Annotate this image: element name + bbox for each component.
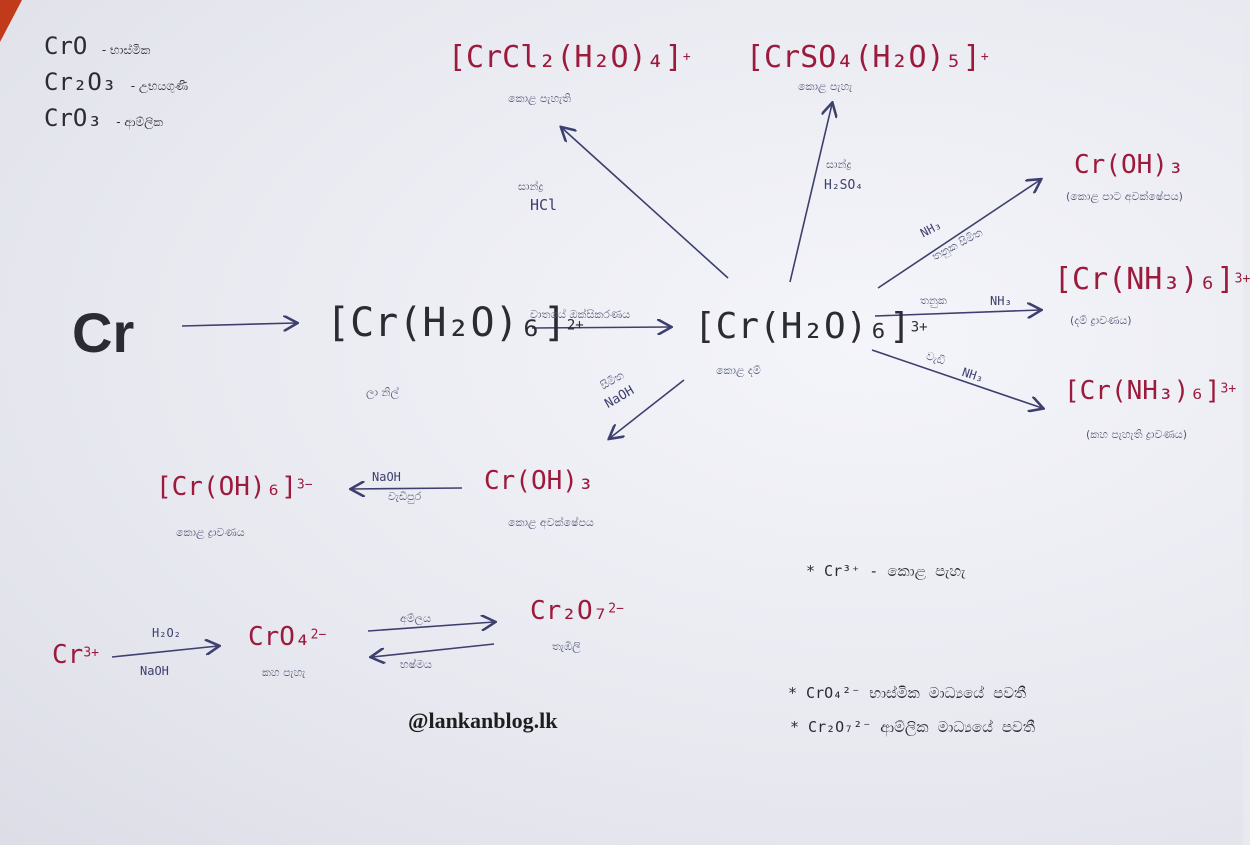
h2so4-label: H₂SO₄ <box>824 178 864 193</box>
hcl-note: සාන්ද්‍ර <box>518 180 544 193</box>
acid-label: අම්ලය <box>400 612 431 625</box>
dichromate-note: තැඹිලි <box>552 640 581 653</box>
arrow-to-sulfato <box>789 104 832 283</box>
cr3-ion-charge: 3+ <box>83 645 99 661</box>
chromate-medium-note: * CrO₄²⁻ භාස්මික මාධ්‍යයේ පවතී <box>788 684 1027 702</box>
chromium-metal: Cr <box>72 301 135 364</box>
h2o2-label: H₂O₂ <box>152 626 181 640</box>
hydroxide-mid: Cr(OH)₃ <box>484 466 594 496</box>
arrow-dichromate-to-chromate <box>372 643 495 657</box>
dichromate-formula: Cr₂O₇ <box>530 596 609 626</box>
chloro-color-note: කොළ පැහැති <box>508 92 572 105</box>
hexammine1-note: (දම් ද්‍රාවණය) <box>1070 314 1132 327</box>
hcl-label: HCl <box>530 196 558 214</box>
oxide-formula: Cr₂O₃ <box>44 68 117 96</box>
chromate-charge: 2− <box>310 627 327 643</box>
aqua2-color-note: ලා නිල් <box>366 386 399 399</box>
h2so4-note: සාන්ද්‍ර <box>826 158 852 171</box>
oxidation-condition: වාතයේ ඔක්සිකරණය <box>530 308 631 321</box>
hexammine1-formula: [Cr(NH₃)₆] <box>1054 262 1235 297</box>
aqua3-formula: [Cr(H₂O)₆] <box>694 306 911 347</box>
oxide-item: Cr₂O₃ - උභයගුණී <box>44 68 188 96</box>
naoh-label: NaOH <box>140 664 169 678</box>
sulfato-color-note: කොළ පැහැ <box>798 80 853 93</box>
chromite-note: කොළ ද්‍රාවණය <box>176 526 245 539</box>
aqua2-formula: [Cr(H₂O)₆] <box>326 300 567 346</box>
aqua-complex-2plus: [Cr(H₂O)₆]2+ <box>326 300 584 346</box>
naoh-excess-label: NaOH <box>372 470 401 484</box>
oxide-item: CrO₃ - ආම්ලික <box>44 104 188 132</box>
naoh-excess-note: වැඩිපුර <box>388 490 422 503</box>
dichromate-ion: Cr₂O₇2− <box>530 596 624 626</box>
aqua3-charge: 3+ <box>910 319 928 336</box>
hexammine1-charge: 3+ <box>1234 271 1250 287</box>
chromite-charge: 3− <box>296 477 313 493</box>
hydroxide-mid-note: කොළ අවක්ෂේපය <box>508 516 594 529</box>
chloro-charge: + <box>682 49 691 65</box>
hexammine-complex-1: [Cr(NH₃)₆]3+ <box>1054 262 1250 297</box>
chromite-formula: [Cr(OH)₆] <box>156 472 297 502</box>
nh3-dilute-note: තනුක <box>920 294 947 307</box>
arrow-to-chloro <box>562 128 729 279</box>
arrow-to-chromite <box>352 488 463 489</box>
oxide-item: CrO - භාස්මික <box>44 32 188 60</box>
dichromate-medium-note: * Cr₂O₇²⁻ ආම්ලික මාධ්‍යයේ පවතී <box>790 718 1036 736</box>
chloro-formula: [CrCl₂(H₂O)₄] <box>448 40 683 75</box>
background-corner <box>0 0 22 42</box>
oxide-formula: CrO₃ <box>44 104 102 132</box>
aqua3-color-note: කොළ දම් <box>716 364 761 377</box>
arrow-to-hexammine2 <box>871 349 1042 408</box>
nh3-dilute-label: NH₃ <box>990 294 1012 308</box>
arrow-cr3-to-chromate <box>111 646 218 658</box>
hexammine-complex-2: [Cr(NH₃)₆]3+ <box>1064 376 1236 406</box>
chromite-complex: [Cr(OH)₆]3− <box>156 472 313 502</box>
oxide-note: - උභයගුණී <box>130 79 189 93</box>
aqua-complex-3plus: [Cr(H₂O)₆]3+ <box>694 306 928 347</box>
hydroxide-top-note: (කොළ පාට අවක්ෂේපය) <box>1066 190 1183 203</box>
chromate-formula: CrO₄ <box>248 622 311 652</box>
chromium-3plus-ion: Cr3+ <box>52 640 99 670</box>
arrow-to-hydroxide-top <box>877 180 1040 289</box>
oxide-note: - භාස්මික <box>101 43 151 57</box>
chloro-complex: [CrCl₂(H₂O)₄]+ <box>448 40 691 75</box>
oxides-list: CrO - භාස්මික Cr₂O₃ - උභයගුණී CrO₃ - ආම්… <box>44 32 188 140</box>
hexammine2-charge: 3+ <box>1220 381 1237 397</box>
sulfato-charge: + <box>980 49 989 65</box>
cr3-ion-formula: Cr <box>52 640 84 670</box>
sulfato-formula: [CrSO₄(H₂O)₅] <box>746 40 981 75</box>
watermark: @lankanblog.lk <box>408 708 558 733</box>
arrow-chromate-to-dichromate <box>367 622 494 632</box>
oxide-note: - ආම්ලික <box>116 115 163 129</box>
arrow-to-hexammine1 <box>874 310 1040 316</box>
cr3-color-note: * Cr³⁺ - කොළ පැහැ <box>806 562 966 580</box>
chromate-note: කහ පැහැ <box>262 666 306 679</box>
hydroxide-top: Cr(OH)₃ <box>1074 150 1184 180</box>
aqua2-charge: 2+ <box>566 317 584 334</box>
base-label: භෂ්මය <box>400 658 432 671</box>
dichromate-charge: 2− <box>608 601 624 617</box>
sulfato-complex: [CrSO₄(H₂O)₅]+ <box>746 40 989 75</box>
oxide-formula: CrO <box>44 32 88 60</box>
arrow-cr-to-aqua2 <box>181 323 296 326</box>
chromate-ion: CrO₄2− <box>248 622 326 652</box>
hexammine2-note: (කහ පැහැති ද්‍රාවණය) <box>1086 428 1188 441</box>
arrow-to-hydroxide-mid <box>610 379 685 438</box>
arrow-aqua2-to-aqua3 <box>531 327 670 328</box>
hexammine2-formula: [Cr(NH₃)₆] <box>1064 376 1221 406</box>
